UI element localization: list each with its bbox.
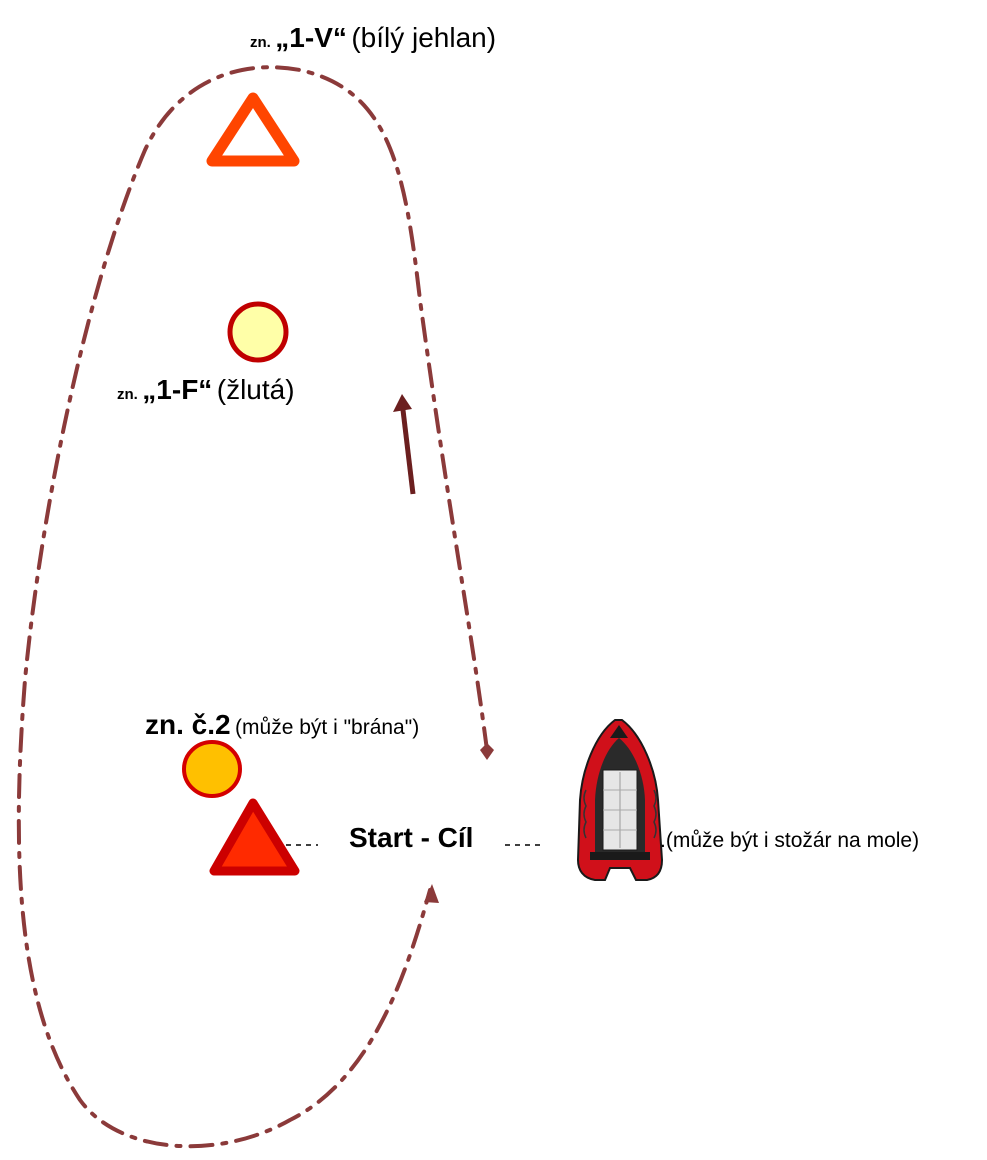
mark-1f-buoy-icon (227, 301, 289, 363)
mark-1v-prefix: zn. (250, 34, 271, 51)
mark-1v-label: zn. „1-V“ (bílý jehlan) (250, 24, 496, 52)
mark-1f-desc: (žlutá) (216, 374, 295, 405)
course-loop-line (16, 65, 489, 1149)
mark-1f-prefix: zn. (117, 386, 138, 403)
direction-arrow-head (393, 394, 412, 412)
mark-1v-desc: (bílý jehlan) (351, 22, 497, 53)
mark-2-label: zn. č.2 (může být i "brána") (145, 711, 419, 739)
mark-1f-name: „1-F“ (142, 374, 213, 405)
boat-note-label: .(může být i stožár na mole) (660, 829, 920, 852)
direction-arrow-shaft (400, 409, 416, 495)
mark-2-name: zn. č.2 (145, 709, 231, 740)
committee-boat-icon (576, 719, 664, 881)
course-return-arrowhead (424, 884, 439, 903)
mark-1v-name: „1-V“ (275, 22, 347, 53)
course-end-arrowhead (480, 743, 494, 760)
mark-2-buoy-icon (182, 740, 242, 798)
mark-1v-triangle-icon (206, 92, 300, 167)
mark-1f-label: zn. „1-F“ (žlutá) (117, 376, 295, 404)
start-finish-label: Start - Cíl (349, 822, 474, 853)
start-mark-triangle-icon (209, 798, 300, 876)
mark-2-desc: (může být i "brána") (235, 716, 420, 739)
